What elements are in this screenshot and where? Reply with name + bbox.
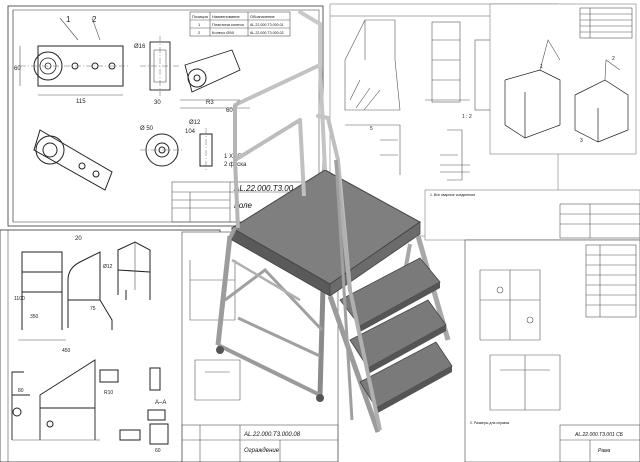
pulley-plate-view bbox=[19, 17, 130, 96]
ladder-3d-render bbox=[215, 10, 453, 433]
dim-60-b: 60 bbox=[155, 448, 161, 454]
dim-45: R3 bbox=[206, 100, 214, 106]
balloon-tr2: 2 bbox=[612, 56, 615, 62]
title-code-top-left: AL.22.000.T3.00 bbox=[233, 184, 294, 193]
table-r2c3: AL.22.000.T3.000.02 bbox=[250, 31, 284, 35]
sheet-top-right: 1 2 3 bbox=[489, 3, 637, 155]
small-brackets bbox=[12, 367, 169, 445]
dim-1100: 1100 bbox=[14, 296, 25, 302]
balloon-5: 5 bbox=[370, 126, 373, 132]
balloon-2: 2 bbox=[92, 15, 97, 24]
parts-table bbox=[189, 11, 291, 37]
note-1: 1. Все сварные соединения bbox=[430, 193, 475, 197]
rail-frame-front bbox=[18, 251, 66, 341]
table-h3: Обозначение bbox=[250, 14, 276, 19]
table-r2c2: Колесо Ø50 bbox=[212, 30, 235, 35]
table-r1c2: Пластина колеса bbox=[212, 22, 245, 27]
dim-104: 60 bbox=[226, 108, 233, 114]
handrails bbox=[228, 10, 382, 431]
rail-frame-side bbox=[67, 251, 113, 330]
dim-60: 60 bbox=[14, 66, 21, 72]
pulley-iso-view bbox=[33, 129, 113, 191]
dim-75: 75 bbox=[90, 306, 96, 312]
dim-20: 20 bbox=[75, 236, 82, 242]
wheel-front-view bbox=[140, 128, 213, 172]
balloon-tr3: 3 bbox=[580, 138, 583, 144]
dim-r10: R10 bbox=[104, 390, 113, 396]
railing-elevation bbox=[11, 359, 100, 441]
table-h1: Позиция bbox=[192, 14, 208, 19]
bracket-detail bbox=[180, 49, 250, 109]
note-2: 2. Размеры для справок bbox=[470, 421, 510, 425]
title-name-bottom-center: Ограждение bbox=[244, 448, 280, 454]
dim-350: 350 bbox=[30, 314, 39, 320]
wheel-side-view bbox=[140, 36, 180, 96]
platform-deck bbox=[231, 169, 421, 297]
section-aa: A–A bbox=[155, 400, 166, 406]
table-h2: Наименование bbox=[212, 14, 241, 19]
table-r1c3: AL.22.000.T3.000.01 bbox=[250, 23, 284, 27]
title-name-bottom-right: Рама bbox=[598, 448, 611, 454]
dim-dia50: Ø 50 bbox=[140, 126, 154, 132]
scale-label: 1 : 2 bbox=[462, 114, 472, 120]
dim-r3: Ø12 bbox=[189, 120, 201, 126]
balloon-tr1: 1 bbox=[540, 64, 543, 70]
table-r2c1: 2 bbox=[198, 30, 201, 35]
rail-iso bbox=[117, 241, 151, 300]
dim-115: 115 bbox=[76, 99, 86, 105]
dim-80: 80 bbox=[18, 388, 24, 394]
dim-dia16: Ø16 bbox=[134, 44, 146, 50]
sheet-top-left: 1 2 60 115 30 Ø16 R3 60 Ø12 104 bbox=[7, 5, 324, 227]
title-name-top-left: Коле bbox=[234, 201, 253, 210]
title-code-bottom-right: AL.22.000.T3.001 СБ bbox=[574, 432, 624, 438]
balloon-1: 1 bbox=[66, 15, 71, 24]
table-r1c1: 1 bbox=[198, 22, 201, 27]
sheet-right-middle: 1. Все сварные соединения bbox=[424, 189, 640, 241]
note-radius: 104 bbox=[185, 129, 196, 135]
dim-450: 450 bbox=[62, 348, 71, 354]
dim-30: 30 bbox=[154, 100, 161, 106]
sheet-bottom-right: AL.22.000.T3.001 СБ Рама 2. Размеры для … bbox=[464, 239, 640, 462]
dim-dia12: Ø12 bbox=[103, 264, 113, 270]
title-code-bottom-center: AL.22.000.T3.000.08 bbox=[243, 432, 301, 438]
parts-list-top-right bbox=[579, 7, 633, 39]
stair-steps bbox=[339, 257, 453, 414]
